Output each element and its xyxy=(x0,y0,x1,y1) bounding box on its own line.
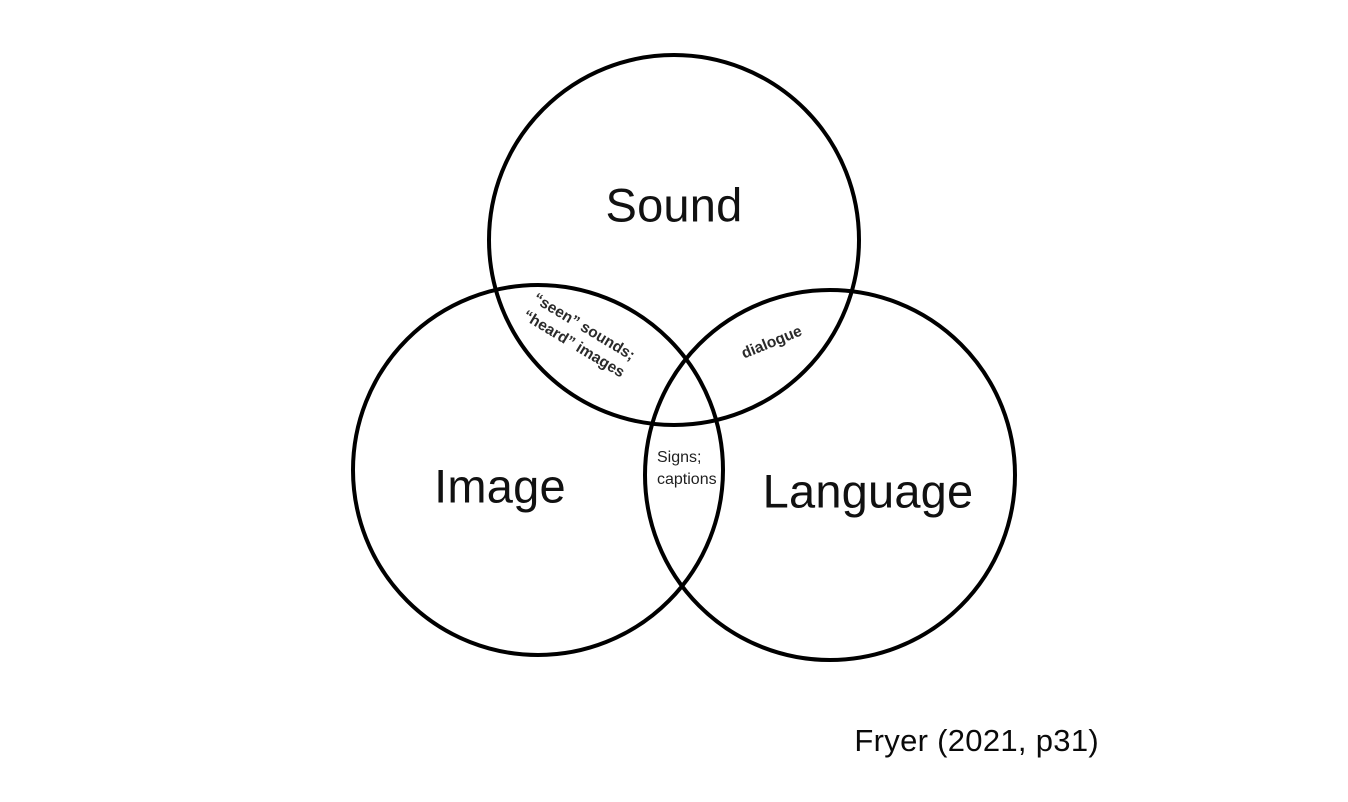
set-label-language: Language xyxy=(763,464,974,517)
circle-image[interactable] xyxy=(351,283,725,657)
citation-text: Fryer (2021, p31) xyxy=(854,723,1099,758)
set-label-image: Image xyxy=(434,459,566,512)
intersection-line-2: captions xyxy=(657,471,717,488)
circle-language[interactable] xyxy=(643,288,1017,662)
intersection-line-1: dialogue xyxy=(739,323,805,363)
intersection-line-1: Signs; xyxy=(657,449,701,466)
intersection-label-center: Signs; captions xyxy=(657,449,717,488)
set-label-sound: Sound xyxy=(606,178,743,231)
intersection-label-sound-language: dialogue xyxy=(739,323,805,363)
circle-sound[interactable] xyxy=(487,53,861,427)
